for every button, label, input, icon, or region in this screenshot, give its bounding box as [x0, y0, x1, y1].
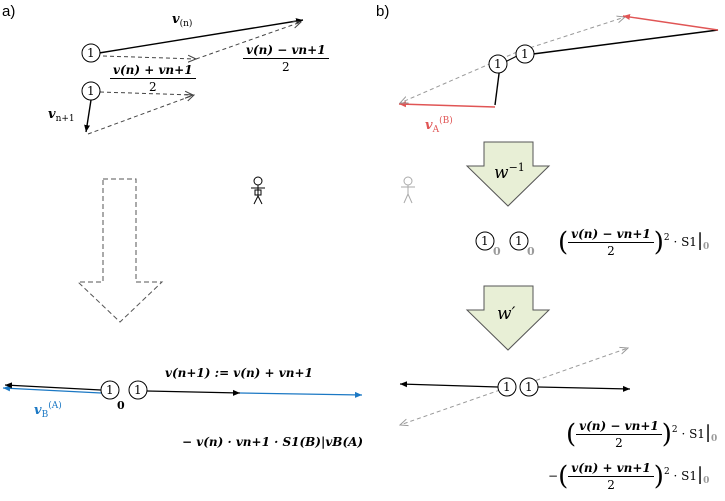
- vector-vB-blue: [2, 385, 102, 394]
- vector-diff-half: [195, 22, 301, 60]
- zero-subscript: 0: [493, 245, 501, 258]
- node-label: 1: [525, 380, 533, 394]
- vector-b-black-long: [532, 29, 719, 55]
- label-vB: vB(A): [34, 401, 62, 420]
- w-prime-arrow: [465, 285, 551, 351]
- node-1-b-row-left: [475, 231, 495, 251]
- vector-right-blue: [239, 391, 363, 398]
- label-v-n: v(n): [172, 12, 193, 29]
- vector-b-bottom-gray-down: [400, 389, 501, 425]
- vector-sum-half: [102, 56, 196, 59]
- w-inverse-label: w−1: [494, 161, 525, 183]
- vector-b-bottom-left: [399, 381, 499, 388]
- vector-right-black: [146, 389, 241, 396]
- down-arrow-dashed: [76, 178, 164, 323]
- label-vA: vA(B): [425, 116, 453, 135]
- node-1-b-top: [515, 44, 535, 64]
- vector-v-n1: [84, 99, 92, 133]
- vector-sum-half-2: [99, 92, 193, 95]
- stick-figure-gray-icon: [401, 176, 415, 204]
- label-update-equation: v(n+1) := v(n) + vn+1: [165, 366, 313, 380]
- vector-b-red-left: [398, 101, 496, 108]
- node-1-bottom-right: [128, 380, 148, 400]
- node-1-top: [81, 43, 101, 63]
- node-label: 1: [134, 383, 142, 397]
- vector-b-bottom-gray-up: [522, 348, 628, 386]
- w-prime-label: w′: [497, 304, 516, 324]
- node-1-bottom-left: [100, 380, 120, 400]
- node-label: 1: [515, 234, 523, 248]
- zero-subscript: 0: [527, 245, 535, 258]
- node-1-b-bottom-right: [519, 377, 539, 397]
- node-label: 1: [494, 57, 502, 71]
- vector-b-red-top: [622, 14, 719, 31]
- label-bottom-equation: − v(n) · vn+1 · S1(B)|vB(A): [182, 435, 364, 449]
- node-label: 1: [106, 383, 114, 397]
- node-1-b-bottom-left: [497, 377, 517, 397]
- vector-b-gray-dash: [516, 17, 625, 53]
- node-1-b-mid: [488, 54, 508, 74]
- node-1-b-row-right: [509, 231, 529, 251]
- node-label: 1: [87, 46, 95, 60]
- w-inverse-arrow: [465, 141, 551, 207]
- stick-figure-icon: [251, 176, 265, 205]
- node-label: 1: [521, 47, 529, 61]
- node-label: 1: [481, 234, 489, 248]
- panel-label-a: a): [2, 3, 16, 20]
- node-1-mid: [81, 81, 101, 101]
- panel-label-b: b): [376, 3, 390, 20]
- node-label: 1: [87, 84, 95, 98]
- vector-neg-black: [4, 382, 102, 391]
- vector-v-n: [98, 18, 304, 54]
- vector-diff-half-2: [87, 95, 194, 135]
- vector-b-bottom-right: [537, 385, 631, 392]
- node-label: 1: [503, 380, 511, 394]
- label-v-n1: vn+1: [48, 107, 75, 124]
- zero-subscript: 0: [117, 399, 125, 412]
